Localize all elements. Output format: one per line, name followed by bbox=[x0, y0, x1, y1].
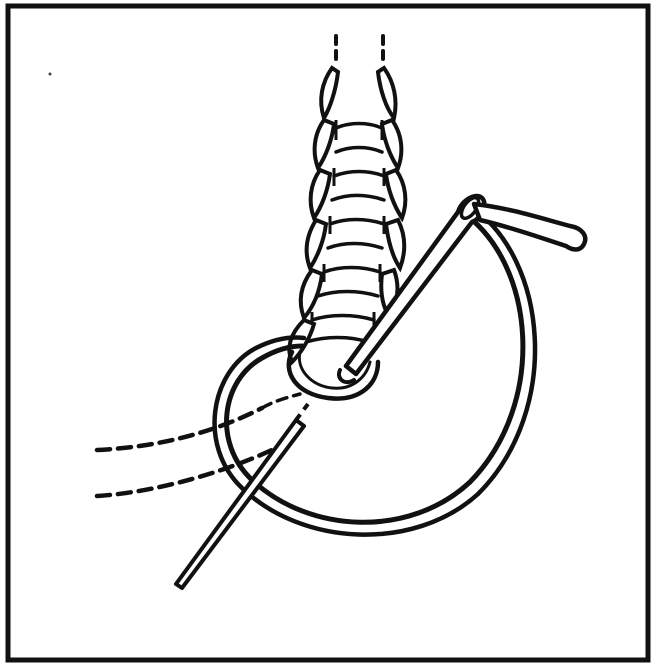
paper-speck bbox=[49, 73, 52, 76]
